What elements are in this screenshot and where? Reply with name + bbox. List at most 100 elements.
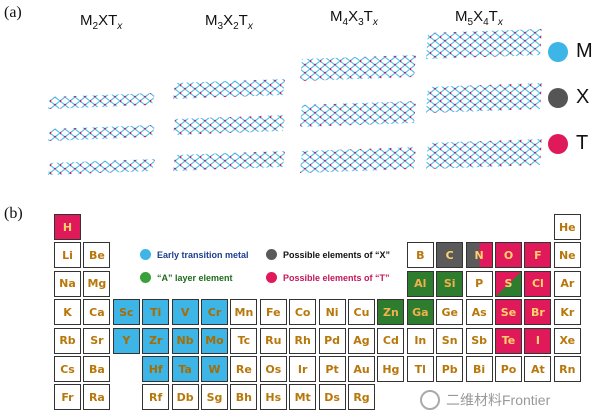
element-ge: Ge <box>436 299 464 326</box>
element-db: Db <box>171 384 199 411</box>
element-hs: Hs <box>259 384 287 411</box>
element-kr: Kr <box>553 299 581 326</box>
element-be: Be <box>83 242 111 269</box>
formula-m3x2tx: M3X2Tx <box>205 12 253 32</box>
formula-m5x4tx: M5X4Tx <box>455 8 503 28</box>
element-ba: Ba <box>83 356 111 382</box>
mxene-structures <box>48 29 542 175</box>
element-hf: Hf <box>142 356 170 382</box>
t-atom-icon <box>548 133 568 154</box>
element-ru: Ru <box>259 327 287 354</box>
element-sb: Sb <box>465 327 493 354</box>
element-ni: Ni <box>318 299 346 326</box>
slab-m3x2-3 <box>173 151 285 171</box>
element-w: W <box>201 356 228 382</box>
panel-a-label: (a) <box>4 4 22 21</box>
panel-b-label: (b) <box>4 205 23 222</box>
element-au: Au <box>348 356 375 382</box>
element-s: S <box>495 270 522 297</box>
element-pb: Pb <box>436 356 464 382</box>
element-k: K <box>54 299 81 326</box>
element-na: Na <box>54 270 81 297</box>
gray-ball-icon <box>266 249 277 260</box>
element-hg: Hg <box>377 356 405 382</box>
blue-ball-icon <box>140 249 151 260</box>
element-sg: Sg <box>201 384 228 411</box>
element-po: Po <box>495 356 522 382</box>
element-si: Si <box>436 270 464 297</box>
element-cd: Cd <box>377 327 405 354</box>
element-rg: Rg <box>348 384 375 411</box>
element-sn: Sn <box>436 327 464 354</box>
element-o: O <box>495 242 522 269</box>
element-v: V <box>171 299 199 326</box>
x-atom-icon <box>548 87 568 108</box>
slab-m4x3-3 <box>300 147 416 173</box>
element-tl: Tl <box>406 356 434 382</box>
element-al: Al <box>406 270 434 297</box>
element-ga: Ga <box>406 299 434 326</box>
element-ra: Ra <box>83 384 111 411</box>
element-ag: Ag <box>348 327 375 354</box>
legend-a-layer: “A” layer element <box>140 272 233 283</box>
slab-m5x4-3 <box>426 139 542 169</box>
element-in: In <box>406 327 434 354</box>
element-re: Re <box>230 356 258 382</box>
element-n: N <box>465 242 493 269</box>
element-p: P <box>465 270 493 297</box>
element-ds: Ds <box>318 384 346 411</box>
slab-m2x-3 <box>48 159 155 175</box>
element-fe: Fe <box>259 299 287 326</box>
element-c: C <box>436 242 464 269</box>
element-rn: Rn <box>553 356 581 382</box>
element-ne: Ne <box>553 242 581 269</box>
element-i: I <box>524 327 552 354</box>
element-f: F <box>524 242 552 269</box>
legend-possible-t: Possible elements of “T” <box>266 272 390 283</box>
element-te: Te <box>495 327 522 354</box>
legend-early-transition-metal: Early transition metal <box>140 249 249 260</box>
watermark: 二维材料Frontier <box>420 390 550 410</box>
m-atom-icon <box>548 41 568 62</box>
legend-possible-x: Possible elements of “X” <box>266 249 390 260</box>
legend-m: M <box>548 40 593 63</box>
formula-m4x3tx: M4X3Tx <box>330 8 378 28</box>
element-y: Y <box>112 327 140 354</box>
element-rf: Rf <box>142 384 170 411</box>
green-ball-icon <box>140 272 151 283</box>
element-he: He <box>553 214 581 240</box>
slab-m5x4-2 <box>426 83 542 113</box>
element-rh: Rh <box>289 327 317 354</box>
slab-m4x3-2 <box>300 101 416 127</box>
element-ir: Ir <box>289 356 317 382</box>
element-as: As <box>465 299 493 326</box>
element-ar: Ar <box>553 270 581 297</box>
element-fr: Fr <box>54 384 81 411</box>
element-ta: Ta <box>171 356 199 382</box>
element-b: B <box>406 242 434 269</box>
element-zn: Zn <box>377 299 405 326</box>
element-bi: Bi <box>465 356 493 382</box>
element-mn: Mn <box>230 299 258 326</box>
element-br: Br <box>524 299 552 326</box>
slab-m5x4-1 <box>426 29 542 59</box>
element-se: Se <box>495 299 522 326</box>
element-ti: Ti <box>142 299 170 326</box>
element-mo: Mo <box>201 327 228 354</box>
element-cu: Cu <box>348 299 375 326</box>
slab-m2x-2 <box>48 125 155 141</box>
element-nb: Nb <box>171 327 199 354</box>
element-pt: Pt <box>318 356 346 382</box>
slab-m2x-1 <box>48 93 155 109</box>
formula-m2xtx: M2XTx <box>80 12 123 32</box>
element-cs: Cs <box>54 356 81 382</box>
element-pd: Pd <box>318 327 346 354</box>
element-h: H <box>54 214 81 240</box>
slab-m3x2-1 <box>173 79 285 99</box>
wechat-icon <box>420 390 440 410</box>
element-at: At <box>524 356 552 382</box>
element-cr: Cr <box>201 299 228 326</box>
element-co: Co <box>289 299 317 326</box>
legend-t: T <box>548 132 588 155</box>
